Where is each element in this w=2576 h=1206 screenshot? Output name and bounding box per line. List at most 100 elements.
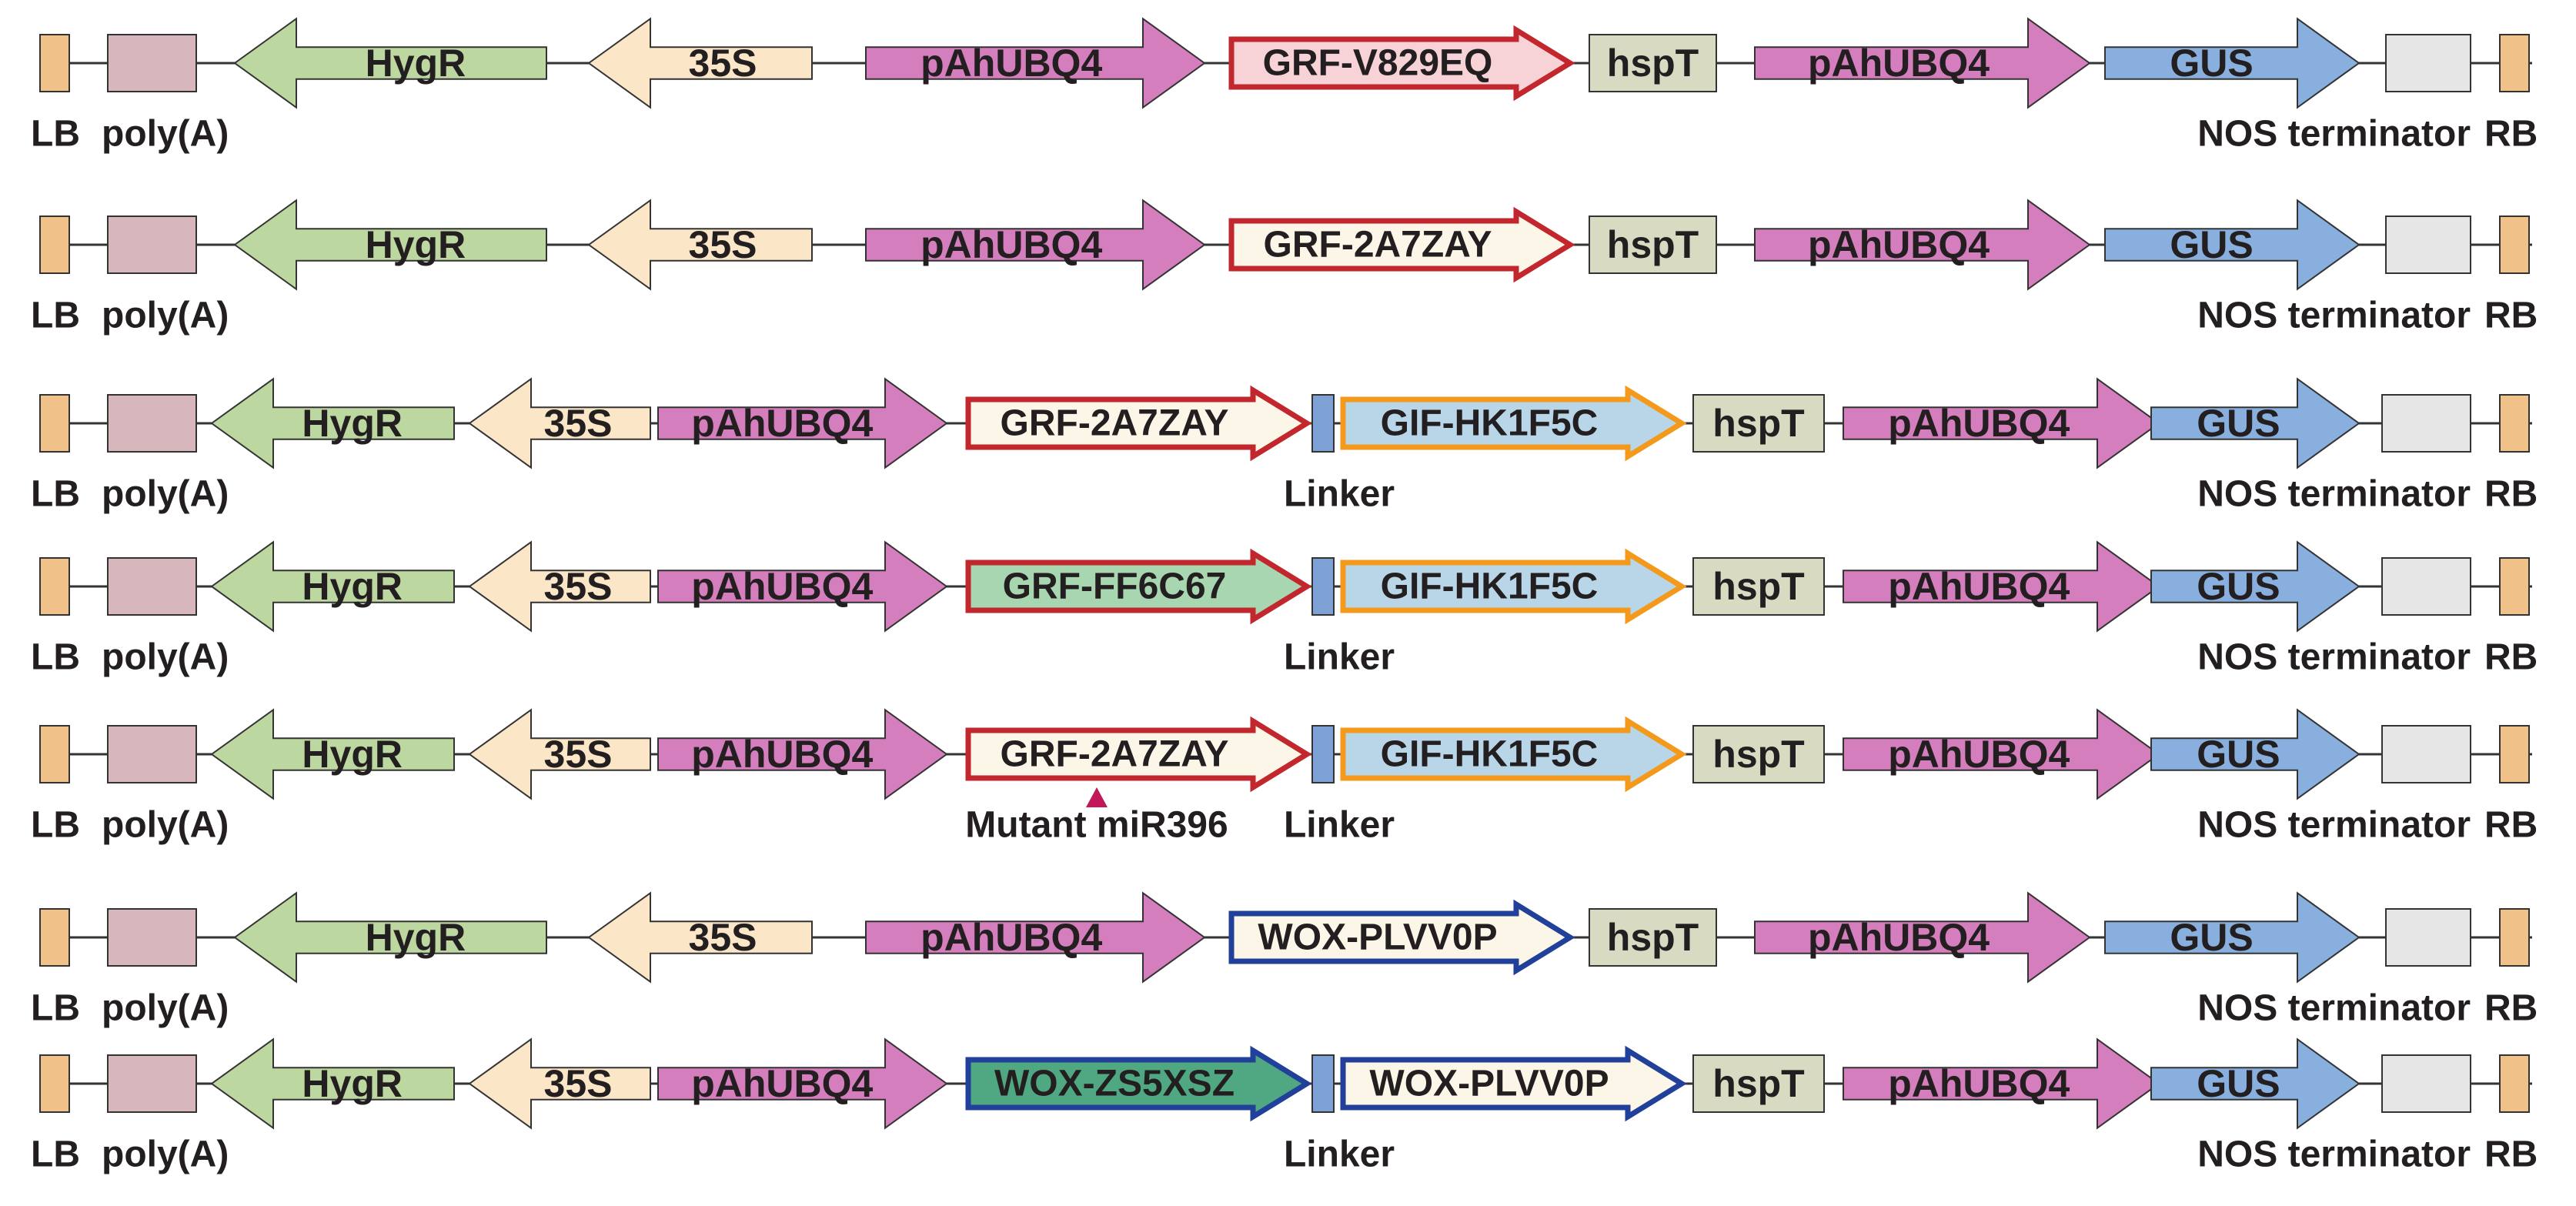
lb-label: LB bbox=[31, 988, 80, 1029]
promoter2-arrow bbox=[1754, 17, 2091, 109]
hspt-box bbox=[1589, 908, 1717, 967]
rb-label: RB bbox=[2484, 637, 2538, 678]
gene-arrow-1 bbox=[1228, 206, 1575, 283]
gene-label-2: WOX-PLVV0P bbox=[1369, 1064, 1609, 1104]
linker-box bbox=[1311, 1054, 1335, 1113]
promoter2-label: pAhUBQ4 bbox=[1808, 223, 1990, 266]
promoter2-label: pAhUBQ4 bbox=[1888, 733, 2070, 776]
rb-label: RB bbox=[2484, 114, 2538, 155]
gene-label-2: GIF-HK1F5C bbox=[1381, 734, 1599, 775]
promoter2-arrow bbox=[1843, 1037, 2160, 1130]
nos-terminator-box bbox=[2385, 908, 2471, 967]
polya-label: poly(A) bbox=[102, 474, 229, 515]
hygr-arrow bbox=[210, 540, 455, 633]
hspt-label: hspT bbox=[1607, 223, 1699, 266]
mutation-triangle-icon bbox=[1086, 787, 1108, 807]
hspt-box bbox=[1589, 215, 1717, 274]
rb-label: RB bbox=[2484, 1134, 2538, 1175]
gene-label-1: GRF-2A7ZAY bbox=[1264, 225, 1492, 266]
gene-arrow-2 bbox=[1340, 385, 1687, 462]
gus-label: GUS bbox=[2170, 223, 2253, 266]
promoter1-label: pAhUBQ4 bbox=[920, 42, 1102, 85]
hspt-box bbox=[1692, 394, 1825, 453]
p35s-arrow bbox=[468, 540, 651, 633]
hspt-box bbox=[1692, 1054, 1825, 1113]
polya-label: poly(A) bbox=[102, 637, 229, 678]
p35s-label: 35S bbox=[689, 42, 757, 85]
gene-arrow-2 bbox=[1340, 548, 1687, 625]
lb-label: LB bbox=[31, 1134, 80, 1175]
promoter1-label: pAhUBQ4 bbox=[920, 916, 1102, 959]
rb-box bbox=[2499, 1054, 2530, 1113]
nos-terminator-label: NOS terminator bbox=[2197, 637, 2471, 678]
polya-label: poly(A) bbox=[102, 114, 229, 155]
nos-terminator-label: NOS terminator bbox=[2197, 805, 2471, 846]
hygr-label: HygR bbox=[366, 42, 466, 85]
linker-box bbox=[1311, 725, 1335, 783]
nos-terminator-box bbox=[2381, 394, 2471, 453]
polya-box bbox=[107, 215, 197, 274]
promoter2-label: pAhUBQ4 bbox=[1888, 1062, 2070, 1105]
p35s-label: 35S bbox=[544, 733, 613, 776]
p35s-arrow bbox=[587, 891, 813, 984]
gene-arrow-1 bbox=[1228, 25, 1575, 102]
promoter2-label: pAhUBQ4 bbox=[1888, 565, 2070, 608]
promoter1-arrow bbox=[865, 891, 1206, 984]
promoter1-arrow bbox=[657, 540, 948, 633]
p35s-label: 35S bbox=[544, 565, 613, 608]
promoter1-arrow bbox=[865, 17, 1206, 109]
promoter1-arrow bbox=[657, 1037, 948, 1130]
nos-terminator-box bbox=[2385, 215, 2471, 274]
polya-label: poly(A) bbox=[102, 805, 229, 846]
gene-arrow-1 bbox=[965, 385, 1312, 462]
p35s-label: 35S bbox=[544, 402, 613, 445]
nos-terminator-label: NOS terminator bbox=[2197, 1134, 2471, 1175]
linker-box bbox=[1311, 557, 1335, 616]
promoter1-label: pAhUBQ4 bbox=[691, 565, 873, 608]
hspt-label: hspT bbox=[1607, 42, 1699, 85]
lb-label: LB bbox=[31, 805, 80, 846]
nos-terminator-label: NOS terminator bbox=[2197, 114, 2471, 155]
gene-label-1: WOX-ZS5XSZ bbox=[994, 1064, 1235, 1104]
nos-terminator-box bbox=[2385, 34, 2471, 92]
linker-label: Linker bbox=[1284, 474, 1395, 515]
rb-box bbox=[2499, 34, 2530, 92]
gene-label-2: GIF-HK1F5C bbox=[1381, 566, 1599, 607]
lb-label: LB bbox=[31, 637, 80, 678]
promoter1-label: pAhUBQ4 bbox=[691, 1062, 873, 1105]
promoter2-label: pAhUBQ4 bbox=[1808, 916, 1990, 959]
lb-box bbox=[39, 908, 70, 967]
gus-arrow bbox=[2104, 891, 2360, 984]
promoter2-arrow bbox=[1843, 377, 2160, 469]
polya-label: poly(A) bbox=[102, 988, 229, 1029]
promoter1-arrow bbox=[657, 708, 948, 800]
promoter2-arrow bbox=[1754, 891, 2091, 984]
polya-box bbox=[107, 1054, 197, 1113]
hygr-arrow bbox=[210, 377, 455, 469]
gus-label: GUS bbox=[2197, 1062, 2280, 1105]
rb-box bbox=[2499, 215, 2530, 274]
hspt-box bbox=[1589, 34, 1717, 92]
gus-label: GUS bbox=[2197, 565, 2280, 608]
promoter1-label: pAhUBQ4 bbox=[691, 733, 873, 776]
lb-box bbox=[39, 557, 70, 616]
gene-arrow-1 bbox=[965, 548, 1312, 625]
p35s-arrow bbox=[587, 199, 813, 291]
p35s-label: 35S bbox=[689, 223, 757, 266]
hspt-box bbox=[1692, 557, 1825, 616]
promoter1-label: pAhUBQ4 bbox=[691, 402, 873, 445]
p35s-arrow bbox=[468, 1037, 651, 1130]
gene-arrow-2 bbox=[1340, 716, 1687, 793]
lb-label: LB bbox=[31, 474, 80, 515]
rb-label: RB bbox=[2484, 474, 2538, 515]
nos-terminator-box bbox=[2381, 557, 2471, 616]
gus-label: GUS bbox=[2197, 733, 2280, 776]
rb-box bbox=[2499, 908, 2530, 967]
